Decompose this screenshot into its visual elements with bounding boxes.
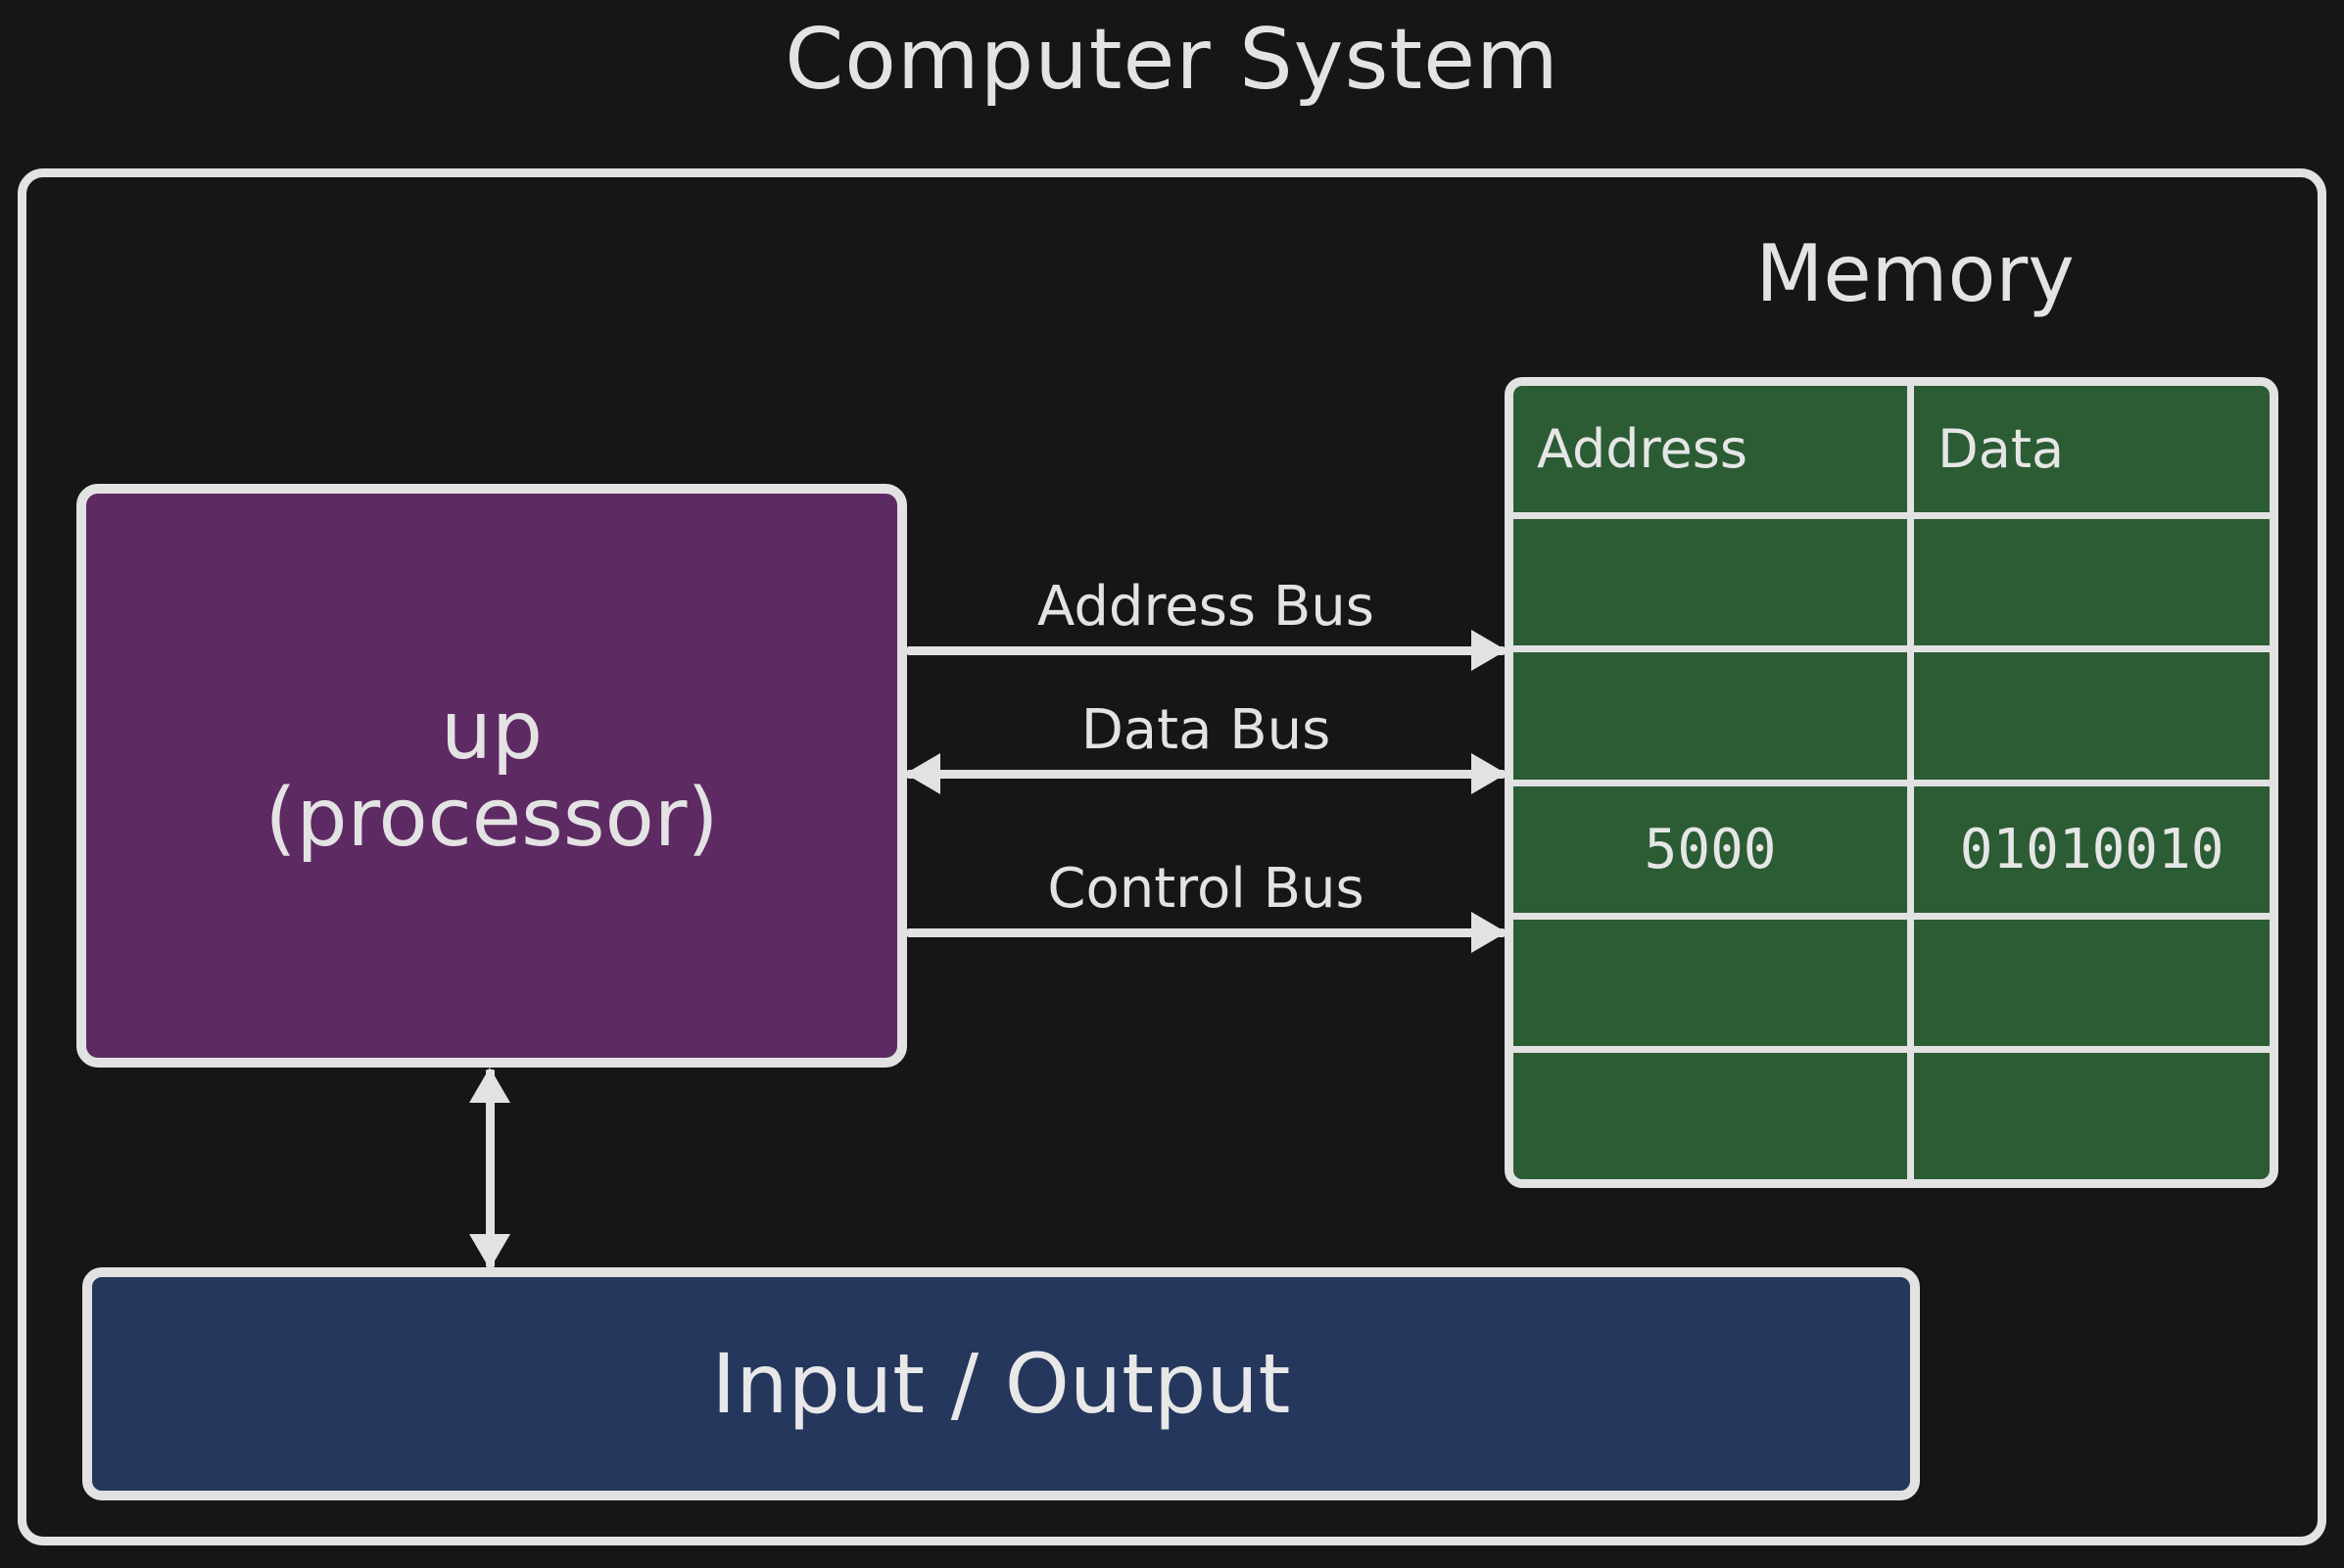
arrow-left-icon xyxy=(905,753,940,794)
control-bus-line xyxy=(907,928,1505,937)
input-output-label: Input / Output xyxy=(711,1336,1291,1432)
address-bus-line xyxy=(907,646,1505,655)
memory-title: Memory xyxy=(1755,228,2075,319)
processor-block[interactable]: up (processor) xyxy=(76,484,907,1068)
input-output-block[interactable]: Input / Output xyxy=(82,1267,1920,1500)
page-title: Computer System xyxy=(785,11,1559,109)
computer-system-frame xyxy=(18,168,2326,1545)
control-bus-label: Control Bus xyxy=(1047,857,1364,921)
memory-table[interactable]: Address Data 5000 01010010 xyxy=(1505,377,2278,1188)
memory-cell-address xyxy=(1513,919,1915,1046)
table-row[interactable] xyxy=(1513,919,2270,1053)
processor-label-line1: up xyxy=(440,685,544,779)
table-row[interactable]: 5000 01010010 xyxy=(1513,785,2270,920)
memory-cell-address: 5000 xyxy=(1513,785,1915,913)
memory-header-address: Address xyxy=(1513,386,1915,513)
memory-header-data: Data xyxy=(1914,386,2270,513)
data-bus-line xyxy=(907,770,1505,779)
address-bus-label: Address Bus xyxy=(1037,575,1374,639)
memory-cell-data xyxy=(1914,519,2270,646)
memory-cell-address xyxy=(1513,1052,1915,1179)
arrow-right-icon xyxy=(1471,912,1507,953)
table-row[interactable] xyxy=(1513,519,2270,653)
memory-cell-address xyxy=(1513,519,1915,646)
arrow-right-icon xyxy=(1471,630,1507,671)
data-bus-label: Data Bus xyxy=(1080,698,1331,762)
table-row[interactable] xyxy=(1513,1052,2270,1179)
memory-cell-data xyxy=(1914,1052,2270,1179)
memory-cell-data xyxy=(1914,652,2270,780)
memory-cell-data: 01010010 xyxy=(1914,785,2270,913)
arrow-up-icon xyxy=(469,1068,510,1103)
arrow-down-icon xyxy=(469,1234,510,1269)
processor-label-line2: (processor) xyxy=(264,772,719,865)
arrow-right-icon xyxy=(1471,753,1507,794)
processor-io-line xyxy=(486,1069,495,1267)
processor-io-link xyxy=(469,1068,510,1269)
memory-header-row: Address Data xyxy=(1513,386,2270,520)
memory-cell-address xyxy=(1513,652,1915,780)
table-row[interactable] xyxy=(1513,652,2270,786)
memory-cell-data xyxy=(1914,919,2270,1046)
